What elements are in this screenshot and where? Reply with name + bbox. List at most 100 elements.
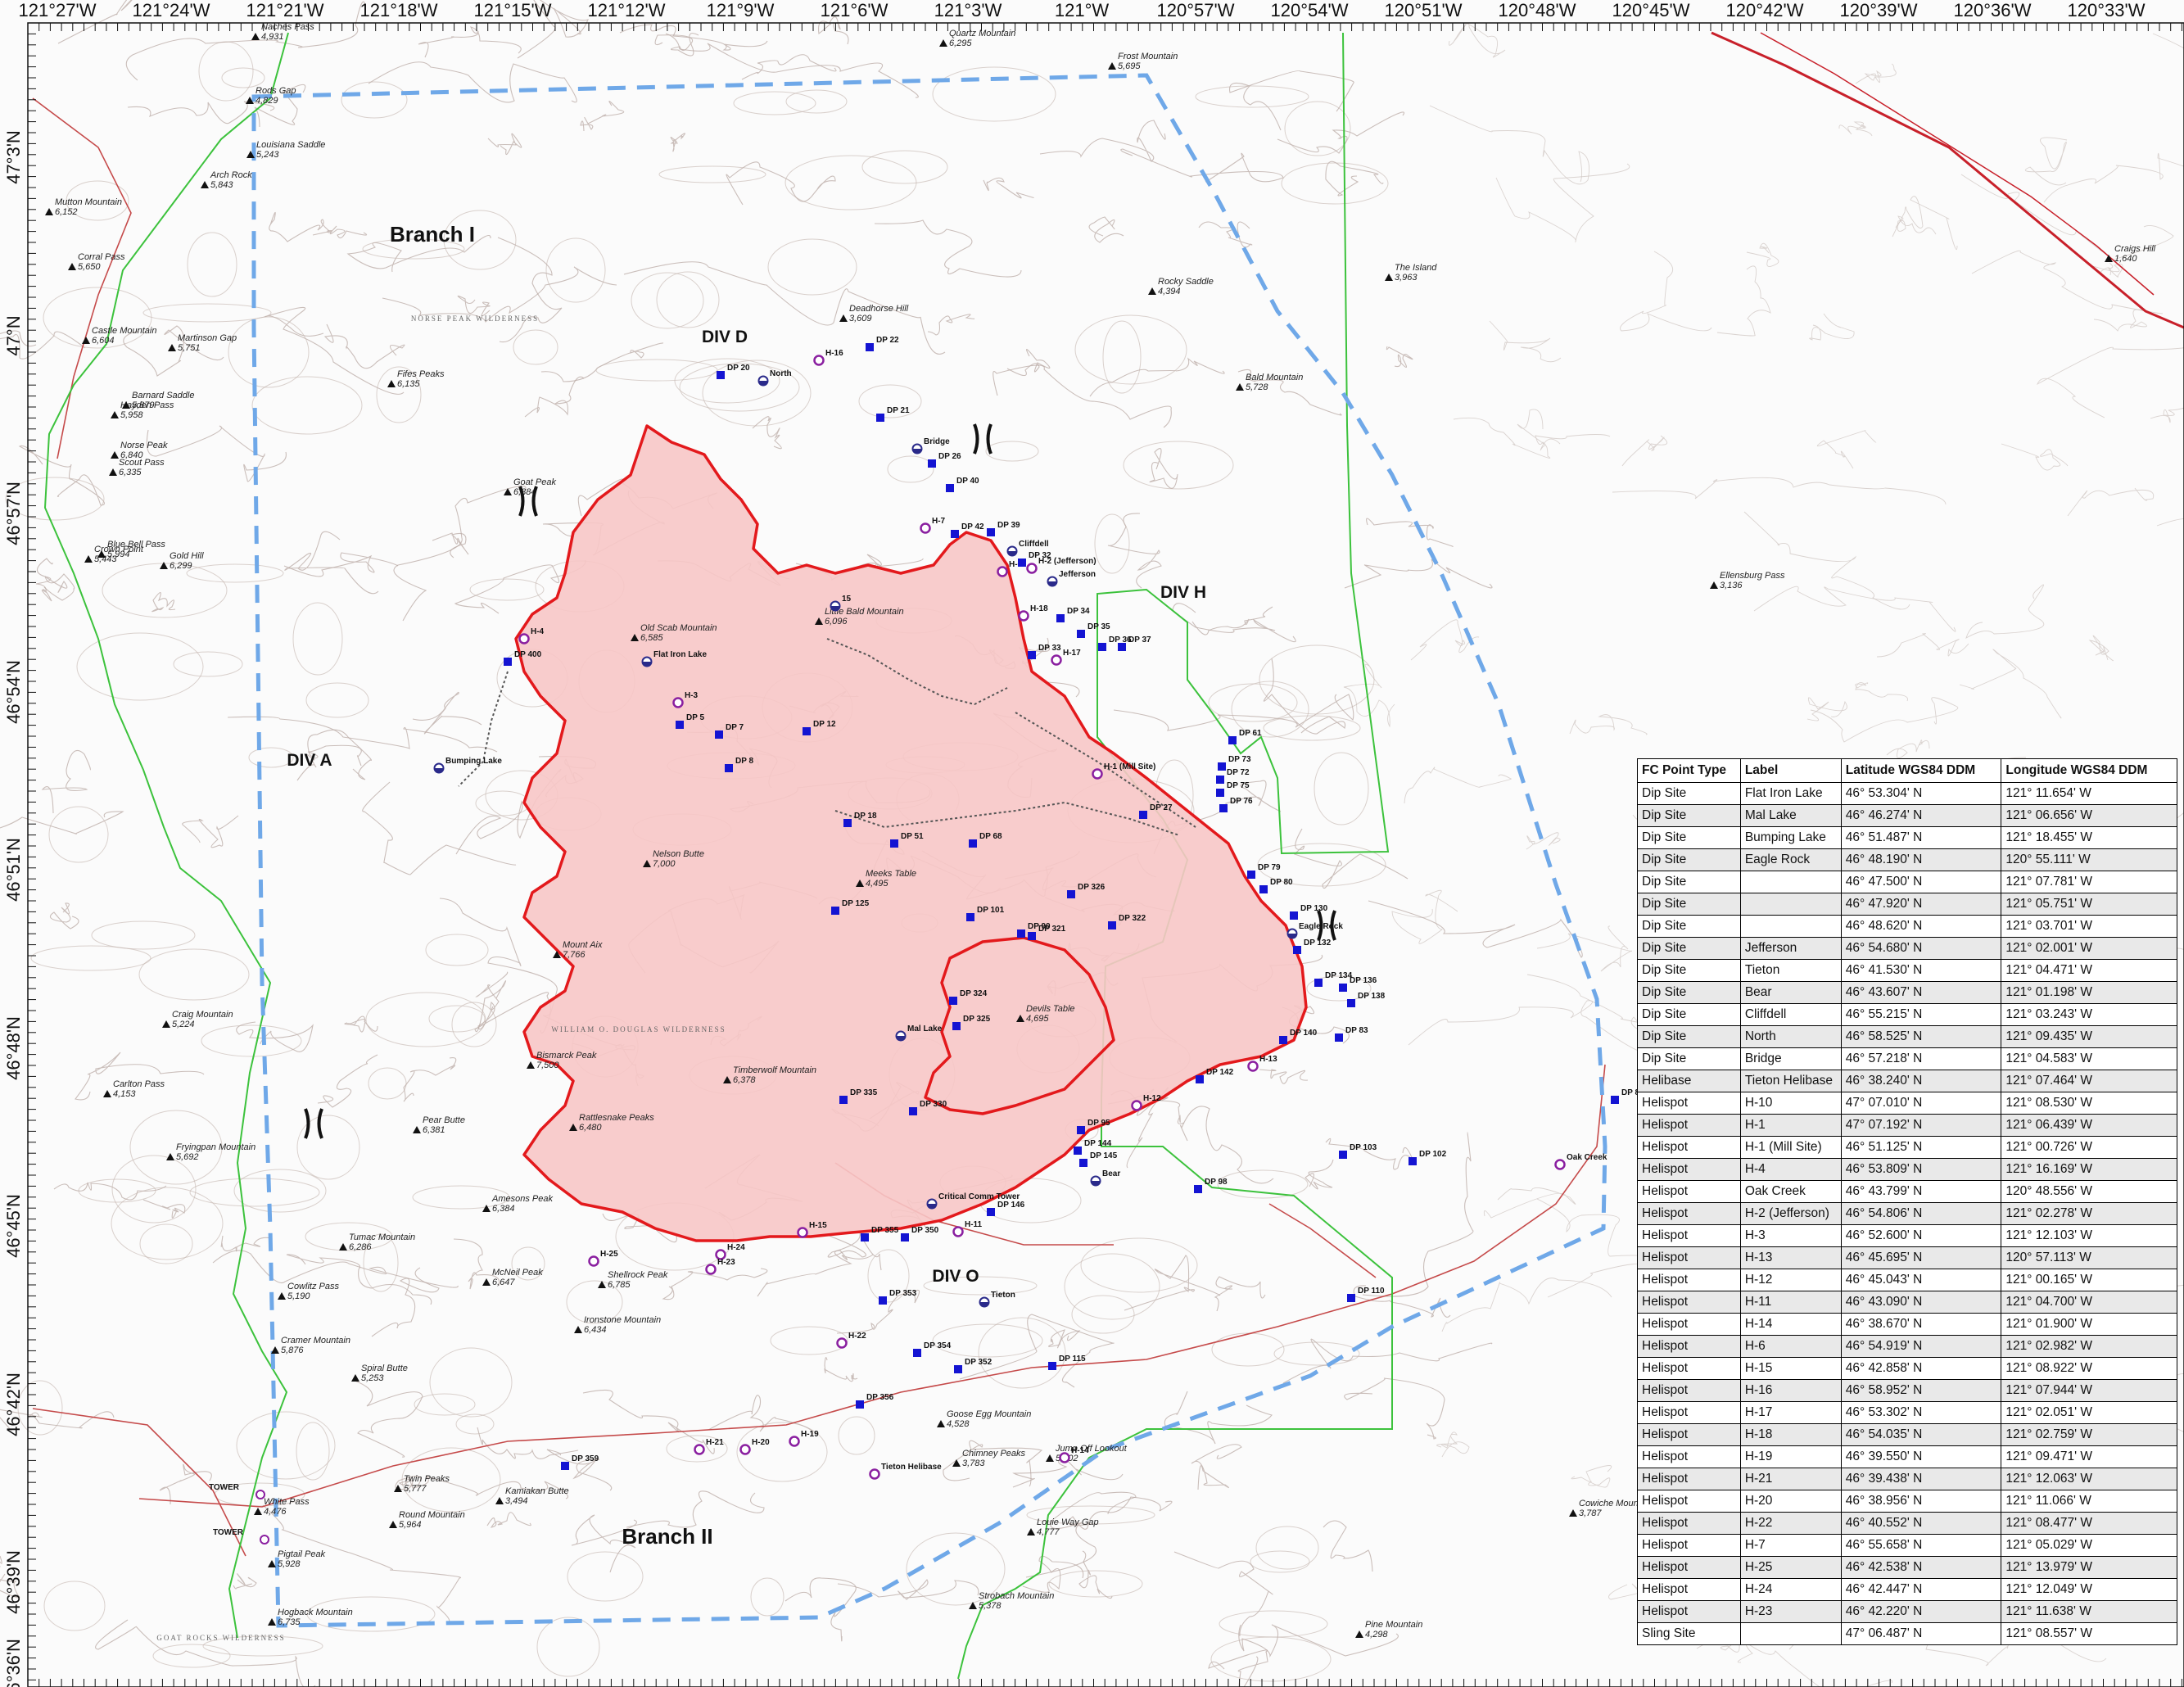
cell-latitude: 46° 57.218' N: [1840, 1047, 2002, 1070]
peak-triangle-icon: [839, 314, 848, 322]
dip-site-square-icon: [1335, 1033, 1343, 1042]
peak-name: Hayden Pass: [120, 400, 174, 410]
contour-ring: [536, 1617, 600, 1677]
peak-triangle-icon: [389, 1521, 397, 1528]
contour-ring: [750, 1577, 785, 1617]
fire-line-east: [1015, 712, 1196, 828]
cell-point-type: Helispot: [1637, 1556, 1741, 1579]
helispot-circle-icon: [672, 697, 684, 708]
cell-point-type: Dip Site: [1637, 981, 1741, 1004]
dip-site-square-icon: [952, 1022, 961, 1030]
latitude-tick-label: 46°48'N: [3, 1016, 24, 1080]
cell-point-type: Helispot: [1637, 1357, 1741, 1380]
cell-latitude: 46° 53.809' N: [1840, 1158, 2002, 1181]
contour-line: [2043, 153, 2184, 203]
map-point-label: DP 145: [1090, 1151, 1118, 1160]
contour-line: [453, 1238, 500, 1290]
map-point-label: DP 27: [1150, 803, 1173, 812]
contour-line: [1436, 1431, 1470, 1458]
dip-site-square-icon: [1293, 946, 1301, 954]
fc-point-table-header: FC Point Type Label Latitude WGS84 DDM L…: [1637, 758, 2177, 783]
contour-line: [1022, 1555, 1084, 1593]
dip-site-square-icon: [949, 997, 957, 1005]
contour-ring: [251, 376, 363, 435]
peak-triangle-icon: [1108, 62, 1116, 70]
dip-site-lake-icon: [1288, 934, 1296, 938]
cell-longitude: 121° 09.435' W: [2001, 1025, 2177, 1048]
contour-ring: [221, 67, 265, 88]
helispot-circle-icon: [705, 1264, 717, 1275]
contour-line: [362, 781, 517, 875]
peak-name: Craig Mountain: [172, 1010, 233, 1020]
dip-site-square-icon: [954, 1365, 962, 1373]
contour-line: [35, 576, 68, 602]
helispot-circle-icon: [920, 522, 931, 534]
contour-ring: [233, 1169, 327, 1213]
header-latitude: Latitude WGS84 DDM: [1840, 758, 2002, 783]
cell-longitude: 121° 03.243' W: [2001, 1003, 2177, 1026]
contour-line: [1810, 697, 1959, 743]
road: [1391, 1064, 1606, 1295]
cell-latitude: 46° 55.215' N: [1840, 1003, 2002, 1026]
cell-point-type: Dip Site: [1637, 893, 1741, 916]
peak-elevation: 5,964: [399, 1520, 422, 1530]
contour-line: [236, 1021, 314, 1052]
peak-triangle-icon: [723, 1076, 731, 1083]
peak-triangle-icon: [160, 562, 168, 569]
peak-elevation: 5,777: [404, 1484, 427, 1494]
peak-name: Corral Pass: [78, 252, 125, 262]
peak-triangle-icon: [1385, 274, 1393, 281]
map-point-label: DP 354: [924, 1341, 952, 1350]
contour-line: [1429, 105, 1590, 185]
contour-ring: [513, 329, 558, 365]
helispot-circle-icon: [1059, 1452, 1070, 1463]
cell-point-type: Helispot: [1637, 1401, 1741, 1424]
peak-name: Timberwolf Mountain: [733, 1065, 816, 1075]
peak-name: Kamiakan Butte: [505, 1486, 569, 1496]
cell-longitude: 121° 05.029' W: [2001, 1534, 2177, 1557]
cell-latitude: 47° 07.010' N: [1840, 1092, 2002, 1115]
contour-line: [1344, 1377, 1445, 1440]
peak-name: Tumac Mountain: [349, 1232, 415, 1242]
contour-line: [1569, 714, 1648, 735]
peak-elevation: 7,766: [563, 950, 586, 960]
contour-ring: [733, 91, 816, 115]
map-point-label: DP 326: [1078, 883, 1106, 892]
peak-name: Pigtail Peak: [278, 1549, 326, 1559]
contour-ring: [341, 81, 408, 119]
map-point-label: DP 32: [1029, 551, 1051, 560]
peak-name: Frost Mountain: [1118, 52, 1178, 61]
peak-elevation: 5,728: [1246, 382, 1268, 392]
dip-site-lake-icon: [1092, 1181, 1100, 1185]
contour-line: [546, 1449, 613, 1491]
peak-elevation: 6,299: [170, 561, 192, 571]
contour-line: [125, 1, 366, 81]
cell-longitude: 121° 02.982' W: [2001, 1335, 2177, 1358]
contour-line: [2092, 262, 2123, 278]
contour-line: [1960, 174, 2174, 260]
map-point-label: DP 7: [726, 723, 744, 732]
map-point-label: Cliffdell: [1019, 540, 1049, 549]
peak-elevation: 5,224: [172, 1020, 195, 1029]
cell-latitude: 46° 43.799' N: [1840, 1180, 2002, 1203]
map-point-label: DP 21: [887, 406, 910, 415]
dip-site-square-icon: [1194, 1185, 1202, 1193]
peak-triangle-icon: [339, 1243, 347, 1251]
contour-ring: [656, 271, 720, 328]
map-point-label: DP 18: [854, 812, 877, 821]
contour-ring: [785, 89, 848, 114]
latitude-tick-label: 46°39'N: [3, 1550, 24, 1614]
contour-ring: [111, 1187, 224, 1260]
cell-latitude: 46° 45.043' N: [1840, 1269, 2002, 1291]
division-label: DIV D: [702, 328, 748, 346]
map-point-label: DP 34: [1067, 607, 1090, 616]
peak-name: McNeil Peak: [492, 1268, 543, 1278]
contour-line: [571, 1514, 637, 1573]
peak-name: Louisiana Saddle: [256, 140, 325, 150]
map-frame: [27, 22, 2184, 1687]
